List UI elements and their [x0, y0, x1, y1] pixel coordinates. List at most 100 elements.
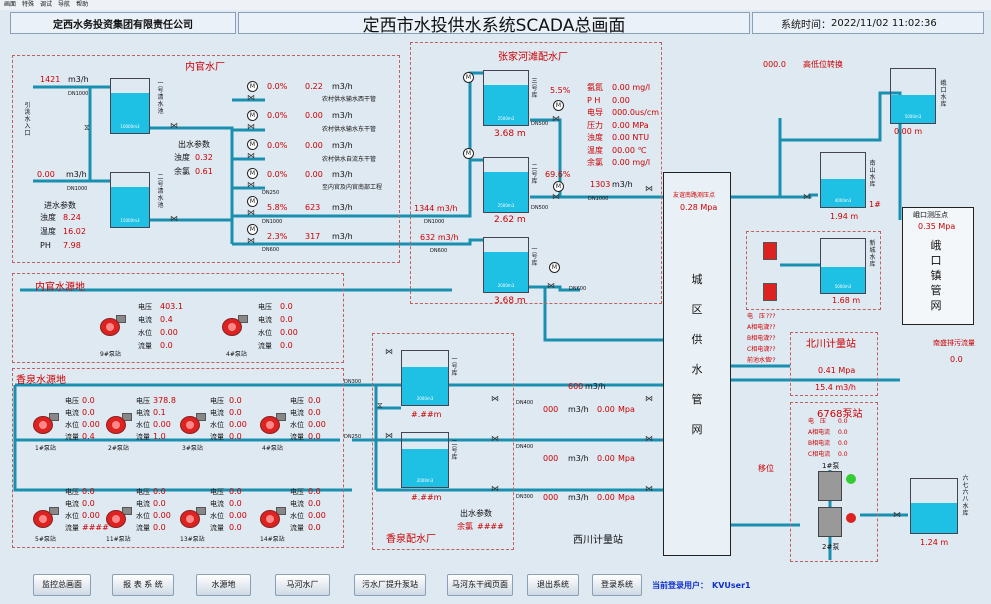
xiangquan-reservoir-2[interactable]: 2000m3 [401, 432, 449, 488]
mahe-plant-button[interactable]: 马河水厂 [275, 574, 330, 596]
exit-system-button[interactable]: 退出系统 [527, 574, 579, 596]
param-value: ??? [766, 324, 776, 331]
line-percent: 0.0% [267, 82, 288, 91]
label: 水位 [136, 512, 150, 520]
reservoir-2[interactable]: 2500m3 [483, 157, 529, 213]
valve-icon[interactable]: ⋈ [170, 121, 178, 130]
tank-level: #.##m [411, 410, 442, 419]
sewage-pump-button[interactable]: 污水厂提升泵站 [354, 574, 426, 596]
valve-icon[interactable]: ⋈ [552, 114, 560, 123]
motor-icon[interactable]: M [247, 81, 258, 92]
pump-icon[interactable] [33, 413, 61, 435]
liuqi-reservoir[interactable] [910, 478, 958, 534]
valve-icon[interactable]: ⋈ [491, 434, 499, 443]
city-network-label: 城区供水管网 [690, 265, 704, 445]
pump-unit-icon[interactable] [763, 242, 777, 260]
clear-tank-2[interactable]: 15000m3 [110, 172, 150, 228]
valve-icon[interactable]: ⋈ [247, 180, 255, 189]
flow-value: 0.0 [308, 523, 321, 532]
login-button[interactable]: 登录系统 [592, 574, 642, 596]
label: 电流 [290, 409, 304, 417]
pump-icon[interactable] [180, 507, 208, 529]
dn-label: DN500 [531, 121, 549, 127]
valve-icon[interactable]: ⋈ [552, 192, 560, 201]
pump-icon[interactable] [222, 315, 250, 337]
pump-icon[interactable] [33, 507, 61, 529]
valve-icon[interactable]: ⧖ [84, 123, 90, 132]
valve-icon[interactable]: ⋈ [247, 208, 255, 217]
time-value: 2022/11/02 11:02:36 [831, 17, 937, 29]
motor-icon[interactable]: M [553, 181, 564, 192]
menu-item-debug[interactable]: 调试 [40, 1, 53, 8]
line-flow: 0.00 [305, 170, 323, 179]
motor-icon[interactable]: M [463, 148, 474, 159]
tank-label: 六七六八水库 [962, 475, 969, 517]
motor-icon[interactable]: M [549, 262, 560, 273]
pump-icon[interactable] [180, 413, 208, 435]
menu-item-nav[interactable]: 导航 [58, 1, 71, 8]
neiguan-source-frame [12, 273, 344, 363]
pump-icon[interactable] [106, 507, 134, 529]
valve-icon[interactable]: ⋈ [491, 394, 499, 403]
line-percent: 0.0% [267, 170, 288, 179]
wokou-network-box[interactable] [902, 207, 974, 325]
motor-icon[interactable]: M [553, 100, 564, 111]
reservoir-1[interactable]: 2000m3 [483, 237, 529, 293]
param-label: 电 压 [808, 418, 827, 425]
valve-icon[interactable]: ⋈ [170, 214, 178, 223]
label: 电流 [136, 409, 150, 417]
param-value: 0.0 [838, 440, 848, 447]
nanshan-reservoir[interactable]: 4000m3 [820, 152, 866, 208]
motor-icon[interactable]: M [247, 196, 258, 207]
pump-unit-icon[interactable] [763, 283, 777, 301]
mahe-east-valve-button[interactable]: 马河东干阀页面 [447, 574, 513, 596]
reservoir-3[interactable]: 2500m3 [483, 70, 529, 126]
pump-2-icon[interactable] [818, 507, 842, 537]
station-6768-title: 6768泵站 [817, 409, 863, 420]
valve-icon[interactable]: ⋈ [247, 151, 255, 160]
pump-icon[interactable] [260, 413, 288, 435]
tank-level: 3.68 m [494, 296, 526, 306]
menu-item-screen[interactable]: 画面 [4, 1, 17, 8]
pump-1-icon[interactable] [818, 471, 842, 501]
motor-icon[interactable]: M [247, 139, 258, 150]
water-source-button[interactable]: 水源地 [196, 574, 251, 596]
pump-icon[interactable] [260, 507, 288, 529]
pump-icon[interactable] [100, 315, 128, 337]
motor-icon[interactable]: M [247, 168, 258, 179]
valve-icon[interactable]: ⋈ [645, 434, 653, 443]
valve-icon[interactable]: ⋈ [247, 236, 255, 245]
valve-icon[interactable]: ⋈ [385, 431, 393, 440]
label: 水位 [210, 512, 224, 520]
clear-tank-1[interactable]: 10000m3 [110, 78, 150, 134]
wokou-reservoir[interactable]: 5000m3 [890, 68, 936, 124]
motor-icon[interactable]: M [463, 72, 474, 83]
valve-icon[interactable]: ⧖ [377, 401, 383, 410]
valve-icon[interactable]: ⋈ [803, 192, 811, 201]
move-label[interactable]: 移位 [758, 464, 774, 473]
report-system-button[interactable]: 报 表 系 统 [112, 574, 174, 596]
valve-icon[interactable]: ⋈ [645, 394, 653, 403]
valve-icon[interactable]: ⋈ [893, 510, 901, 519]
city-network-box[interactable] [663, 172, 731, 556]
valve-icon[interactable]: ⋈ [385, 347, 393, 356]
valve-icon[interactable]: ⋈ [491, 484, 499, 493]
valve-icon[interactable]: ⋈ [547, 281, 555, 290]
valve-icon[interactable]: ⋈ [247, 122, 255, 131]
motor-icon[interactable]: M [247, 110, 258, 121]
xiangquan-reservoir-1[interactable]: 2000m3 [401, 350, 449, 406]
motor-icon[interactable]: M [247, 224, 258, 235]
param-value: ??? [766, 335, 776, 342]
valve-icon[interactable]: ⋈ [645, 184, 653, 193]
monitor-overview-button[interactable]: 监控总画面 [33, 574, 91, 596]
voltage-value: 403.1 [160, 302, 183, 311]
neiguan-plant-title: 内官水厂 [185, 62, 225, 73]
pump-icon[interactable] [106, 413, 134, 435]
valve-icon[interactable]: ⋈ [247, 93, 255, 102]
menu-item-help[interactable]: 帮助 [76, 1, 89, 8]
level-value: 0.00 [82, 511, 100, 520]
label: 流量 [290, 524, 304, 532]
menu-item-special[interactable]: 特殊 [22, 1, 35, 8]
xincheng-reservoir[interactable]: 5000m3 [820, 238, 866, 294]
valve-icon[interactable]: ⋈ [645, 484, 653, 493]
